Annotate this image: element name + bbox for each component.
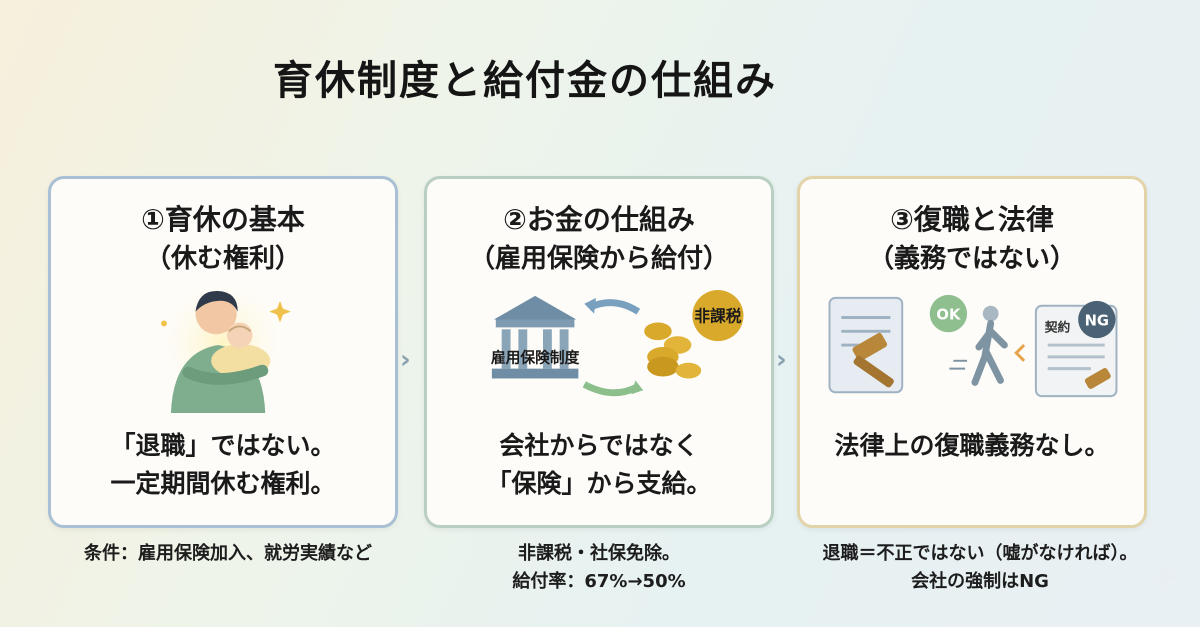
bank-label: 雇用保険制度 — [491, 349, 580, 367]
note-tax-and-rate: 非課税・社保免除。 給付率：67%→50% — [424, 540, 774, 596]
card-childcare-leave-basics: ①育休の基本 （休む権利） 「退職」ではない。 一定期間休む権利。 — [48, 176, 398, 528]
note-line: 退職＝不正ではない（嘘がなければ）。 — [822, 543, 1138, 564]
page-title: 育休制度と給付金の仕組み — [273, 58, 777, 104]
chevron-right-icon: › — [400, 345, 411, 375]
card-heading: ③復職と法律 — [890, 203, 1054, 236]
sparkle-icon — [1152, 564, 1178, 590]
card-heading: ①育休の基本 — [141, 203, 305, 236]
card-money-mechanism: ②お金の仕組み （雇用保険から給付） 雇用保険制度 非課税 会社からではなく 「… — [424, 176, 774, 528]
card-subheading: （雇用保険から給付） — [468, 244, 729, 274]
law-gavel-illustration: OK 契約 NG — [828, 294, 1118, 398]
card-subheading: （義務ではない） — [867, 244, 1076, 274]
tax-free-badge-label: 非課税 — [694, 306, 741, 325]
chevron-right-icon: › — [776, 345, 787, 375]
contract-label: 契約 — [1044, 319, 1071, 335]
note-conditions: 条件：雇用保険加入、就労実績など — [48, 540, 408, 568]
note-line: 給付率：67%→50% — [512, 571, 686, 592]
card-text: 「退職」ではない。 一定期間休む権利。 — [51, 427, 395, 503]
card-text: 会社からではなく 「保険」から支給。 — [427, 427, 771, 503]
card-text-line: 「退職」ではない。 — [110, 431, 336, 460]
note-line: 非課税・社保免除。 — [518, 543, 680, 564]
note-resignation: 退職＝不正ではない（嘘がなければ）。 会社の強制はNG — [780, 540, 1180, 596]
parent-holding-baby-illustration — [149, 283, 297, 413]
bank-and-coins-illustration: 雇用保険制度 非課税 — [491, 290, 744, 397]
note-line: 会社の強制はNG — [911, 571, 1049, 592]
note-line: 条件：雇用保険加入、就労実績など — [84, 543, 372, 564]
card-text-line: 「保険」から支給。 — [486, 469, 712, 498]
ng-badge-label: NG — [1085, 312, 1109, 329]
ok-badge-label: OK — [936, 306, 961, 323]
card-text-line: 法律上の復職義務なし。 — [834, 431, 1110, 460]
card-subheading: （休む権利） — [144, 244, 301, 274]
card-heading: ②お金の仕組み — [503, 203, 695, 236]
card-return-and-law: ③復職と法律 （義務ではない） OK 契約 NG 法律上の復職義務なし。 — [797, 176, 1147, 528]
card-text-line: 会社からではなく — [499, 431, 699, 460]
card-text: 法律上の復職義務なし。 — [800, 427, 1144, 465]
card-text-line: 一定期間休む権利。 — [110, 469, 336, 498]
